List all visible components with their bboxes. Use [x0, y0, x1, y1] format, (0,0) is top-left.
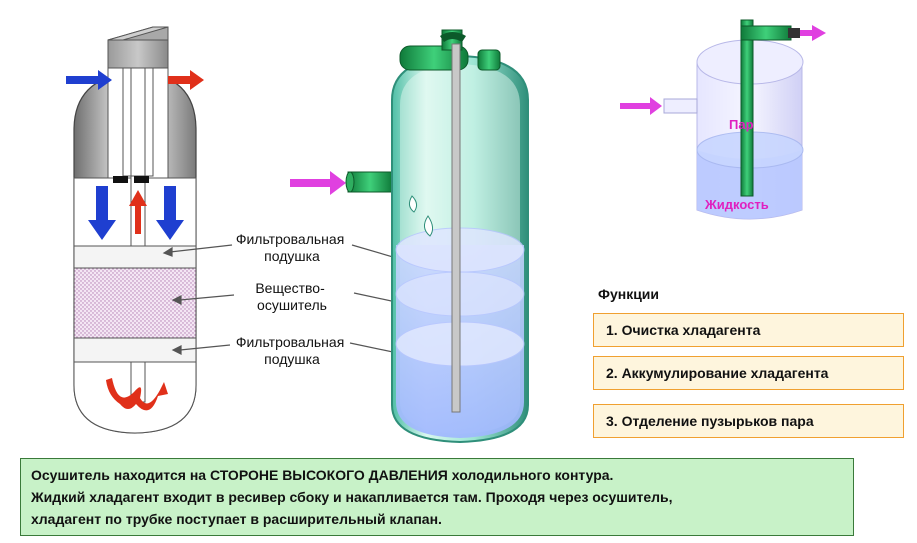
filter-pad-top: [73, 245, 197, 269]
separator-cylinder: Пар Жидкость: [620, 19, 826, 220]
note-line: Осушитель находится на СТОРОНЕ ВЫСОКОГО …: [31, 467, 614, 483]
note-line: хладагент по трубке поступает в расширит…: [31, 511, 442, 527]
receiver-tank: [290, 29, 529, 444]
inlet-arrow: [66, 70, 112, 90]
drier-cross-section: [66, 26, 204, 434]
flow-up-arrow: [129, 190, 147, 234]
swirl-arrow: [106, 378, 168, 411]
separator-inlet-arrow: [620, 97, 662, 115]
filter-pad-bottom-label: Фильтровальная подушка: [236, 334, 348, 367]
filter-pad-top-label: Фильтровальная подушка: [236, 231, 348, 264]
desiccant-layer: [73, 267, 197, 339]
desiccant-label: Вещество- осушитель: [255, 280, 328, 313]
explanation-note: Осушитель находится на СТОРОНЕ ВЫСОКОГО …: [20, 458, 854, 536]
function-item: 3. Отделение пузырьков пара: [593, 404, 904, 438]
note-line: Жидкий хладагент входит в ресивер сбоку …: [31, 489, 673, 505]
outlet-arrow: [168, 70, 204, 90]
function-item: 2. Аккумулирование хладагента: [593, 356, 904, 390]
liquid-label: Жидкость: [704, 197, 769, 212]
vapor-label: Пар: [729, 117, 754, 132]
tank-inlet-arrow: [290, 171, 346, 195]
function-item: 1. Очистка хладагента: [593, 313, 904, 347]
functions-title: Функции: [598, 286, 660, 302]
flow-down-arrow-left: [88, 186, 116, 240]
flow-down-arrow-right: [156, 186, 184, 240]
separator-outlet-arrow: [800, 25, 826, 41]
dip-tube: [451, 43, 461, 413]
